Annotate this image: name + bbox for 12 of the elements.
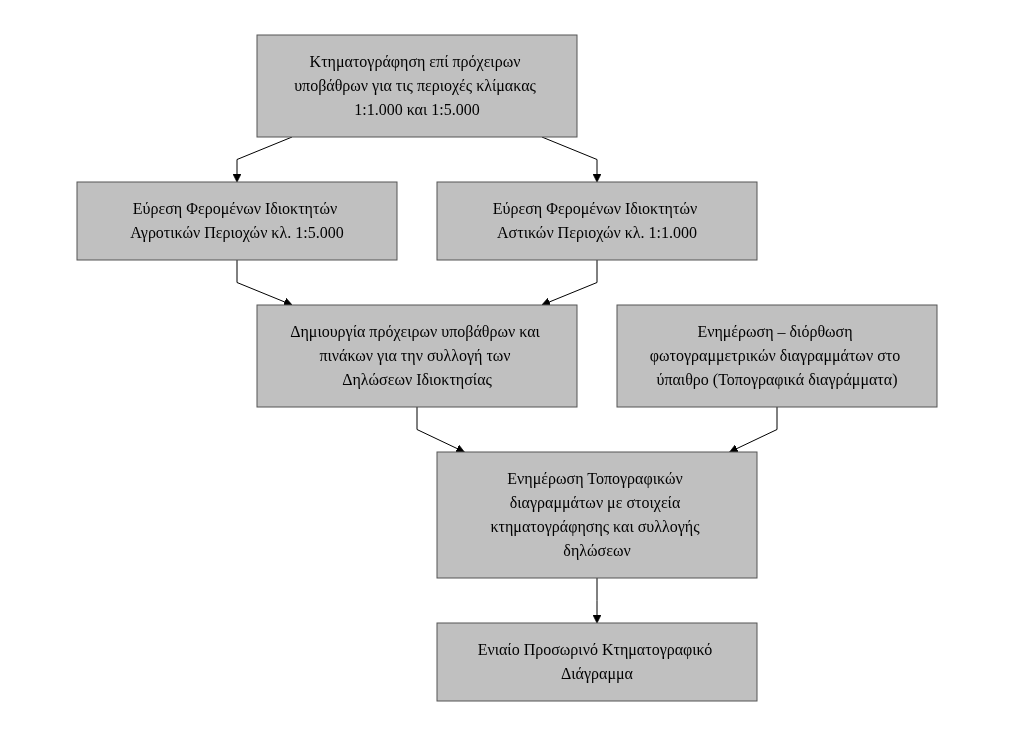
arrow	[729, 406, 778, 453]
node-box: Εύρεση Φερομένων Ιδιοκτητών Αστικών Περιοχών κλ. 1:1.000	[436, 181, 758, 261]
arrow	[236, 259, 293, 307]
arrow	[592, 577, 602, 624]
node-box: Ενημέρωση – διόρθωση φωτογραμμετρικών διαγραμμάτων στο ύπαιθρο (Τοπογραφικά διαγράμματα)	[616, 304, 938, 408]
arrow	[541, 259, 598, 307]
arrow	[416, 406, 465, 453]
node-box: Ενιαίο Προσωρινό Κτηματογραφικό Διάγραμμα	[436, 622, 758, 702]
node-box: Δημιουργία πρόχειρων υποβάθρων και πινάκων για την συλλογή των Δηλώσεων Ιδιοκτησίας	[256, 304, 578, 408]
node-box: Εύρεση Φερομένων Ιδιοκτητών Αγροτικών Περιοχών κλ. 1:5.000	[76, 181, 398, 261]
node-box: Ενημέρωση Τοπογραφικών διαγραμμάτων με στοιχεία κτηματογράφησης και συλλογής δηλώσεων	[436, 451, 758, 579]
node-box: Κτηματογράφηση επί πρόχειρων υποβάθρων για τις περιοχές κλίμακας 1:1.000 και 1:5.000	[256, 34, 578, 138]
